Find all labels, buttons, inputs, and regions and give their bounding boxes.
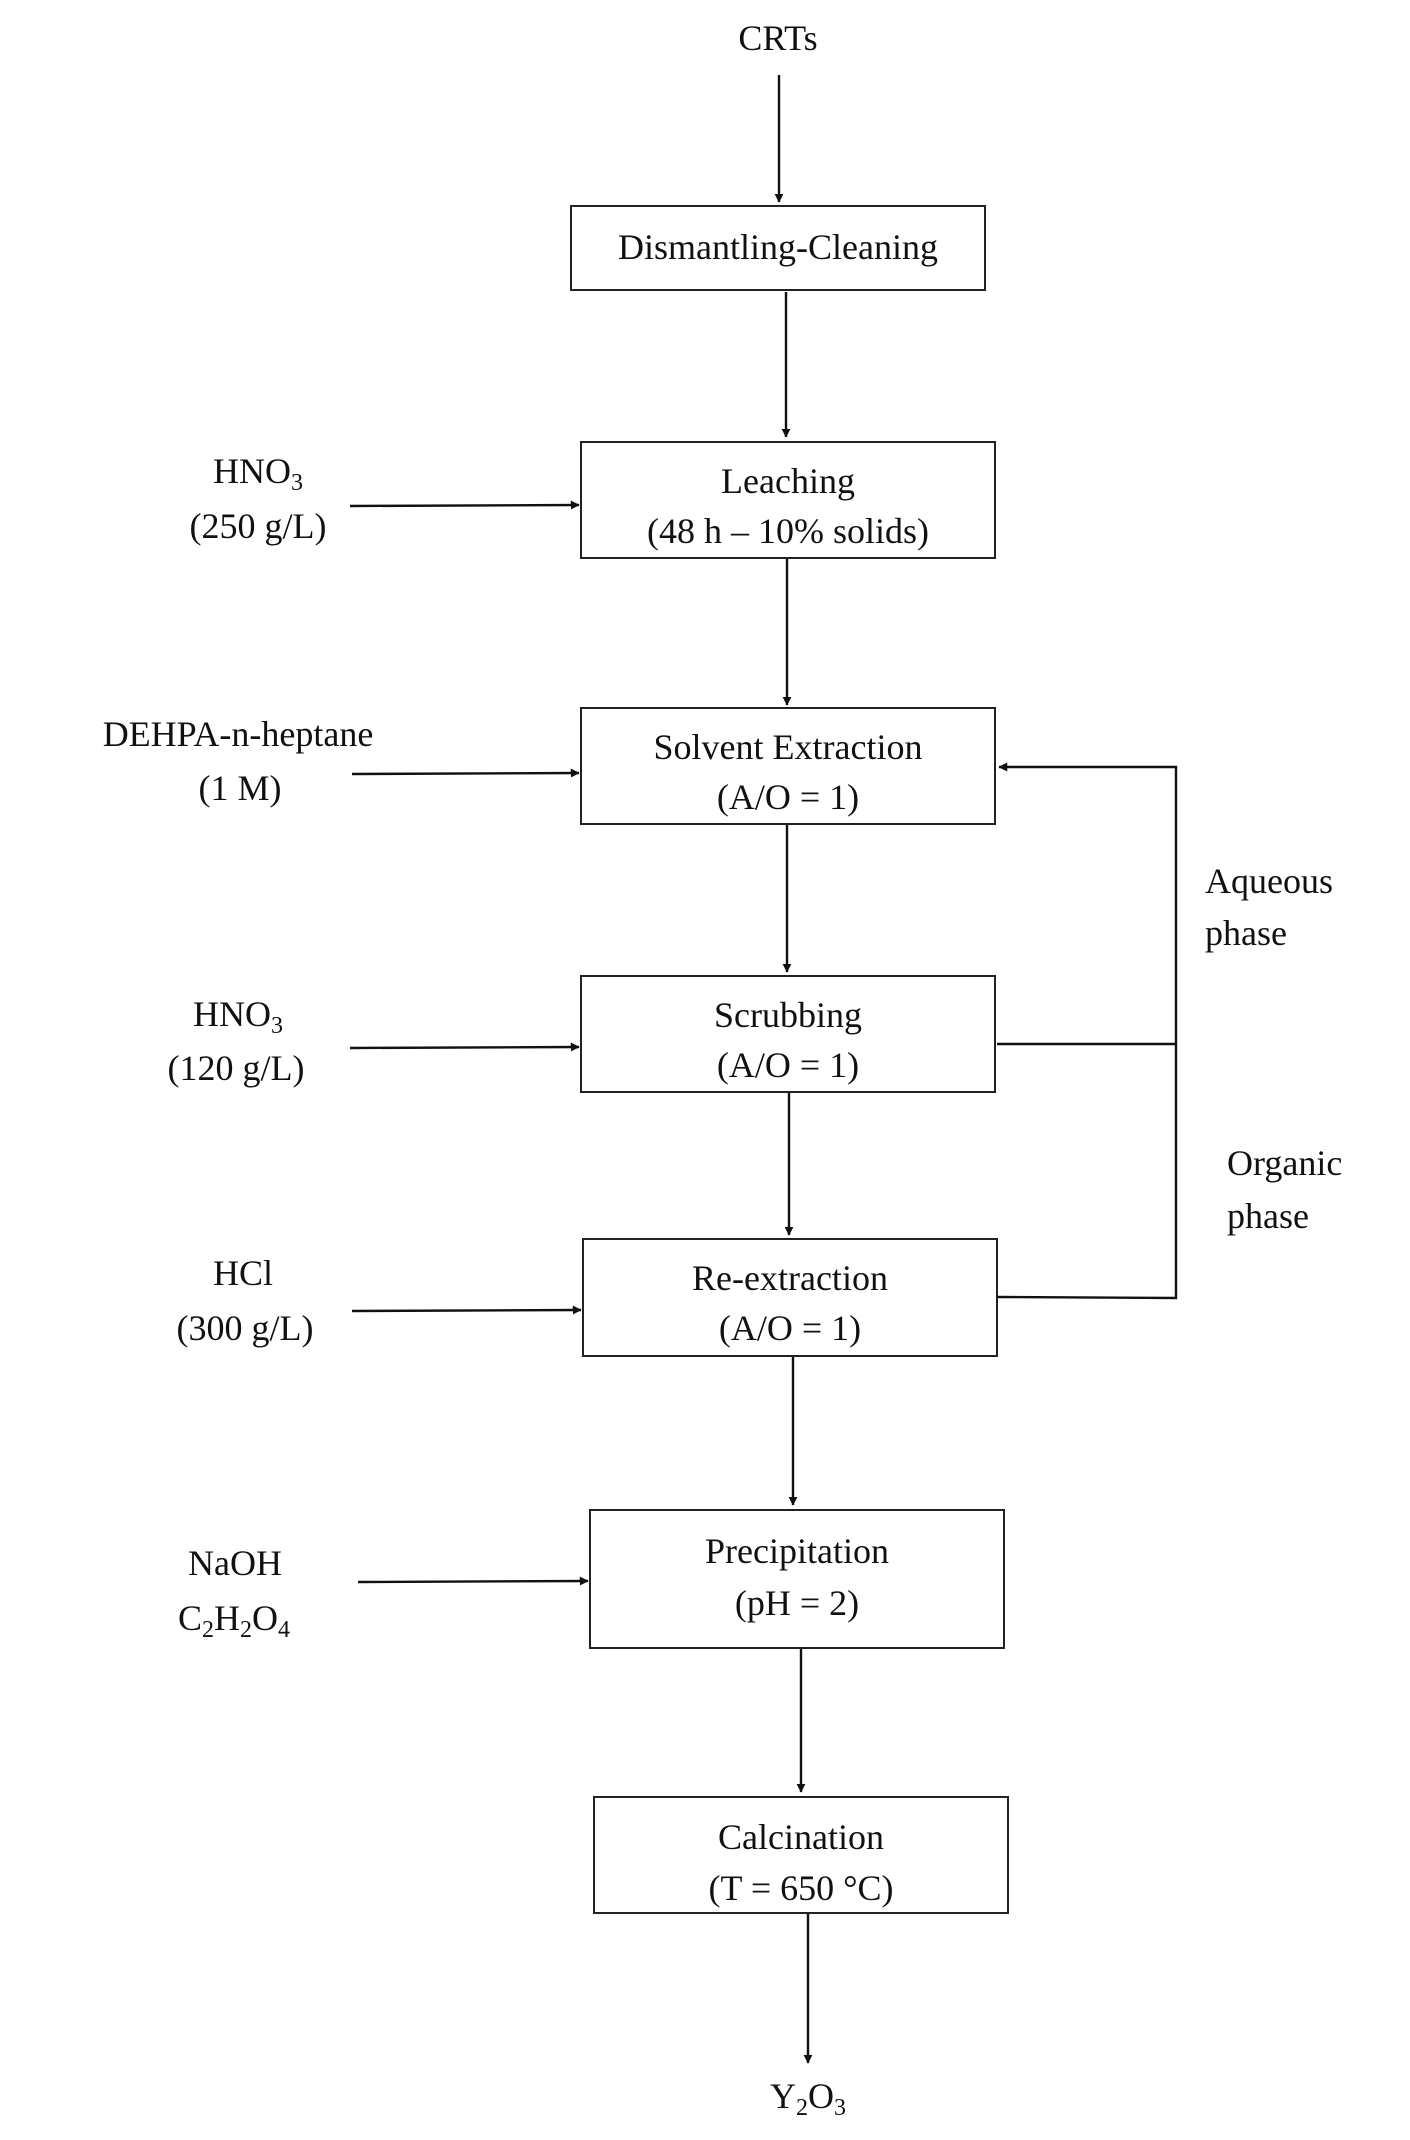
step-name: Solvent Extraction bbox=[654, 727, 923, 767]
arrow-reagent-to-precipitation bbox=[357, 1576, 589, 1586]
reagent-concentration: (1 M) bbox=[199, 768, 282, 808]
reagent-concentration: (120 g/L) bbox=[168, 1048, 305, 1088]
step-name: Leaching bbox=[721, 461, 855, 501]
organic-phase-label-2: phase bbox=[1227, 1196, 1309, 1236]
arrow-reagent-to-solvent-extraction bbox=[351, 768, 580, 778]
step-calcination: Calcination (T = 650 °C) bbox=[593, 1796, 1009, 1914]
step-name: Calcination bbox=[718, 1817, 884, 1857]
reagent-name: DEHPA-n-heptane bbox=[103, 714, 374, 754]
step-scrubbing: Scrubbing (A/O = 1) bbox=[580, 975, 996, 1093]
aqueous-phase-label: Aqueous bbox=[1205, 861, 1333, 901]
source-label: CRTs bbox=[738, 18, 817, 58]
arrow-reagent-to-re-extraction bbox=[351, 1305, 582, 1315]
reagent-formula: C2H2O4 bbox=[178, 1598, 290, 1643]
reagent-formula: HNO3 bbox=[213, 451, 303, 496]
step-name: Dismantling-Cleaning bbox=[618, 227, 938, 267]
reagent-precipitation: NaOH C2H2O4 bbox=[178, 1543, 589, 1643]
step-solvent-extraction: Solvent Extraction (A/O = 1) bbox=[580, 707, 996, 825]
recycle-loop: Aqueous phase Organic phase bbox=[996, 762, 1342, 1300]
reagent-name: HCl bbox=[213, 1253, 273, 1293]
reagent-leaching: HNO3 (250 g/L) bbox=[190, 451, 580, 546]
reagent-scrubbing: HNO3 (120 g/L) bbox=[168, 994, 580, 1088]
reagent-re-extraction: HCl (300 g/L) bbox=[177, 1253, 582, 1348]
step-name: Re-extraction bbox=[692, 1258, 888, 1298]
reagent-solvent-extraction: DEHPA-n-heptane (1 M) bbox=[103, 714, 580, 808]
step-leaching: Leaching (48 h – 10% solids) bbox=[580, 441, 996, 559]
step-name: Precipitation bbox=[705, 1531, 889, 1571]
step-precipitation: Precipitation (pH = 2) bbox=[589, 1509, 1005, 1649]
step-detail: (48 h – 10% solids) bbox=[647, 511, 929, 551]
product-label: Y2O3 bbox=[770, 2076, 846, 2121]
step-detail: (A/O = 1) bbox=[719, 1308, 861, 1348]
recycle-line-to-solvent-extraction bbox=[996, 762, 1178, 1300]
reagent-concentration: (250 g/L) bbox=[190, 506, 327, 546]
reagent-name: NaOH bbox=[188, 1543, 282, 1583]
step-detail: (T = 650 °C) bbox=[708, 1868, 893, 1908]
arrow-reagent-to-leaching bbox=[349, 500, 580, 510]
step-detail: (A/O = 1) bbox=[717, 1045, 859, 1085]
arrow-reagent-to-scrubbing bbox=[349, 1042, 580, 1052]
step-name: Scrubbing bbox=[714, 995, 862, 1035]
aqueous-phase-label-2: phase bbox=[1205, 913, 1287, 953]
step-dismantling-cleaning: Dismantling-Cleaning bbox=[570, 205, 986, 291]
reagent-concentration: (300 g/L) bbox=[177, 1308, 314, 1348]
step-detail: (pH = 2) bbox=[735, 1583, 859, 1623]
step-detail: (A/O = 1) bbox=[717, 777, 859, 817]
organic-phase-label: Organic bbox=[1227, 1143, 1342, 1183]
reagent-formula: HNO3 bbox=[193, 994, 283, 1039]
step-re-extraction: Re-extraction (A/O = 1) bbox=[582, 1238, 998, 1357]
